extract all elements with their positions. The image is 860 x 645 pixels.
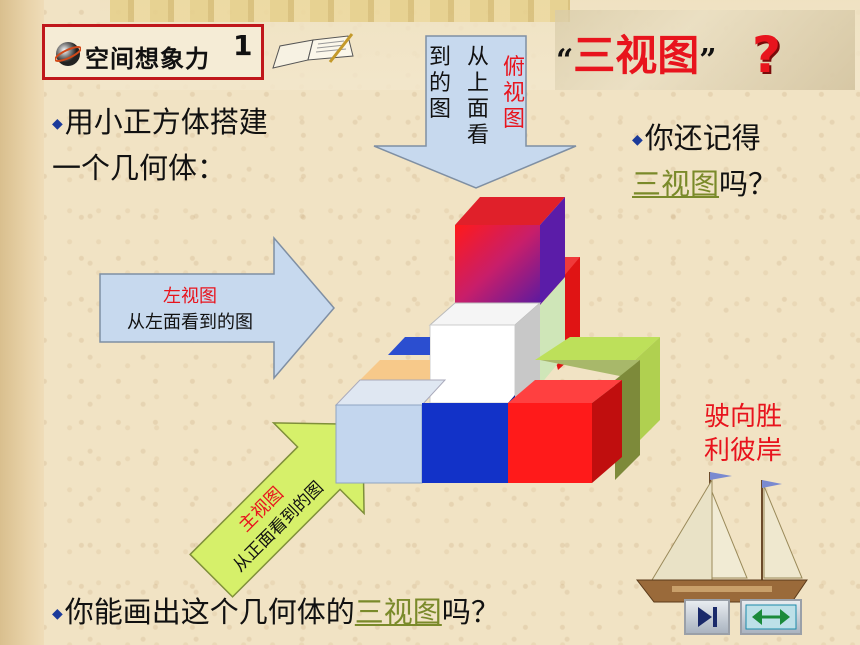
build-line1: 用小正方体搭建 bbox=[64, 105, 268, 139]
cube-front-lightblue bbox=[335, 404, 423, 484]
cube-top-side bbox=[540, 197, 565, 305]
bullet-remember: ◆你还记得 三视图吗？ bbox=[632, 116, 777, 206]
cube-back-blue-top bbox=[388, 337, 430, 355]
diamond-bullet-icon: ◆ bbox=[52, 116, 63, 132]
top-col1-char-4: 看 bbox=[467, 123, 489, 148]
sunflower-strip bbox=[110, 0, 570, 22]
cube-stack-figure bbox=[334, 197, 660, 484]
cube-top-front bbox=[455, 225, 540, 305]
top-col2-char-1: 到 bbox=[429, 45, 451, 70]
diamond-bullet-icon: ◆ bbox=[632, 132, 643, 148]
cube-green-side bbox=[635, 337, 660, 445]
title-box: 空间想象力 1 bbox=[42, 24, 264, 80]
header-decor-image bbox=[555, 10, 855, 90]
top-view-arrow: 到的图 从上面看 俯视图 bbox=[373, 35, 577, 189]
cube-front-blue bbox=[422, 403, 508, 483]
cube-back-orange-top bbox=[360, 360, 430, 380]
cube-front-red-top bbox=[508, 380, 622, 403]
bullet-build: ◆用小正方体搭建 一个几何体： bbox=[52, 100, 268, 190]
slogan-line1: 驶向胜 bbox=[703, 402, 782, 432]
page-heading: “三视图” bbox=[556, 22, 717, 83]
cube-olive-top bbox=[540, 360, 640, 380]
cube-top-face-top bbox=[455, 197, 565, 225]
left-view-arrow: 左视图 从左面看到的图 bbox=[99, 236, 335, 380]
build-line2: 一个几何体： bbox=[52, 151, 227, 185]
remember-suffix: 吗？ bbox=[719, 167, 778, 201]
sailboat-icon bbox=[635, 472, 808, 603]
top-title: 俯视图 bbox=[503, 55, 525, 132]
question-mark-icon: ? bbox=[752, 26, 782, 84]
top-title-char-1: 俯 bbox=[503, 55, 525, 80]
heading-open-quote: “ bbox=[556, 43, 574, 78]
top-caption-col2: 到的图 bbox=[429, 45, 451, 122]
remember-line1: 你还记得 bbox=[644, 121, 761, 155]
heading-text: 三视图 bbox=[573, 31, 700, 80]
cube-white-front bbox=[429, 324, 516, 404]
left-caption: 从左面看到的图 bbox=[127, 312, 253, 333]
play-end-button[interactable] bbox=[684, 599, 730, 635]
three-view-link[interactable]: 三视图 bbox=[632, 167, 720, 201]
top-col1-char-1: 从 bbox=[467, 45, 489, 70]
top-col2-char-2: 的 bbox=[429, 71, 451, 96]
top-col2-char-3: 图 bbox=[429, 97, 451, 122]
left-title: 左视图 bbox=[163, 286, 217, 307]
cube-green-top bbox=[535, 337, 660, 360]
cube-front-red-side bbox=[592, 380, 622, 483]
top-col1-char-2: 上 bbox=[467, 71, 489, 96]
draw-suffix: 吗？ bbox=[441, 595, 500, 629]
cube-front-red bbox=[508, 403, 592, 483]
play-end-icon bbox=[698, 607, 717, 627]
top-caption-col1: 从上面看 bbox=[467, 45, 489, 148]
three-view-link-2[interactable]: 三视图 bbox=[354, 595, 442, 629]
slogan: 驶向胜 利彼岸 bbox=[698, 400, 788, 468]
return-button[interactable] bbox=[740, 599, 802, 635]
front-view-arrow: 主视图 从正面看到的图 bbox=[189, 422, 365, 598]
cube-white-side bbox=[515, 303, 540, 403]
heading-close-quote: ” bbox=[699, 43, 717, 78]
top-title-char-2: 视 bbox=[503, 81, 525, 106]
diamond-bullet-icon: ◆ bbox=[52, 606, 63, 622]
left-decor-strip bbox=[0, 0, 44, 645]
top-col1-char-3: 面 bbox=[467, 97, 489, 122]
cube-front-lightblue-top bbox=[334, 379, 447, 406]
bullet-draw: ◆你能画出这个几何体的三视图吗？ bbox=[52, 590, 500, 636]
return-arrows-icon bbox=[745, 604, 797, 630]
title-number: 1 bbox=[233, 29, 253, 62]
globe-icon bbox=[55, 42, 81, 66]
title-text: 空间想象力 bbox=[85, 45, 210, 73]
top-title-char-3: 图 bbox=[503, 107, 525, 132]
slogan-line2: 利彼岸 bbox=[703, 436, 782, 466]
open-book-icon bbox=[272, 33, 354, 69]
draw-prefix: 你能画出这个几何体的 bbox=[64, 595, 355, 629]
